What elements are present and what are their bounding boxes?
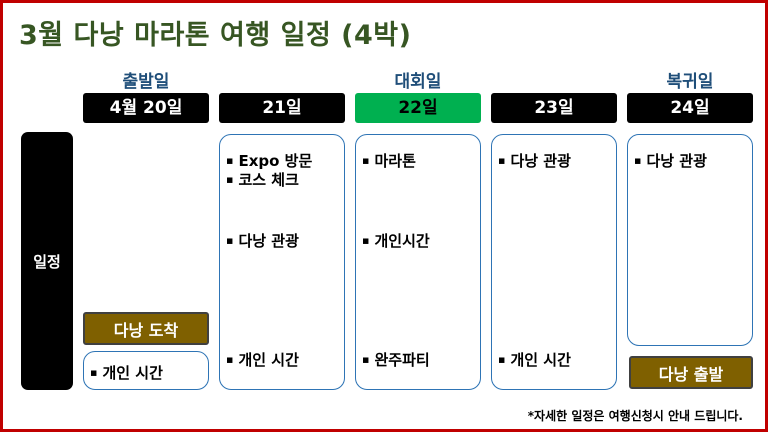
page-title: 3월 다낭 마라톤 여행 일정 (4박) xyxy=(19,20,412,51)
schedule-item: 코스 체크 xyxy=(226,169,298,190)
schedule-item: 완주파티 xyxy=(362,349,429,370)
day-header-23: 23일 xyxy=(491,93,617,123)
schedule-box-23: 다낭 관광 개인 시간 xyxy=(491,134,617,390)
departure-tag: 다낭 출발 xyxy=(629,356,753,389)
column-label-return: 복귀일 xyxy=(666,72,714,92)
schedule-item: 다낭 관광 xyxy=(634,150,706,171)
schedule-box-20: 개인 시간 xyxy=(83,351,209,390)
schedule-item: 개인 시간 xyxy=(90,362,162,383)
schedule-box-24: 다낭 관광 xyxy=(627,134,753,346)
schedule-box-22: 마라톤 개인시간 완주파티 xyxy=(355,134,481,390)
day-header-22: 22일 xyxy=(355,93,481,123)
schedule-item: 개인 시간 xyxy=(226,349,298,370)
footnote: *자세한 일정은 여행신청시 안내 드립니다. xyxy=(527,409,743,423)
schedule-item: 다낭 관광 xyxy=(498,150,570,171)
schedule-side-label: 일정 xyxy=(21,132,73,390)
schedule-box-21: Expo 방문 코스 체크 다낭 관광 개인 시간 xyxy=(219,134,345,390)
day-header-24: 24일 xyxy=(627,93,753,123)
arrival-tag: 다낭 도착 xyxy=(83,312,209,345)
day-header-20: 4월 20일 xyxy=(83,93,209,123)
schedule-item: 개인 시간 xyxy=(498,349,570,370)
schedule-item: 개인시간 xyxy=(362,230,429,251)
schedule-item: Expo 방문 xyxy=(226,150,312,171)
schedule-item: 마라톤 xyxy=(362,150,415,171)
column-label-departure: 출발일 xyxy=(122,72,170,92)
schedule-side-label-text: 일정 xyxy=(33,252,61,271)
schedule-item: 다낭 관광 xyxy=(226,230,298,251)
column-label-race: 대회일 xyxy=(394,72,442,92)
day-header-21: 21일 xyxy=(219,93,345,123)
